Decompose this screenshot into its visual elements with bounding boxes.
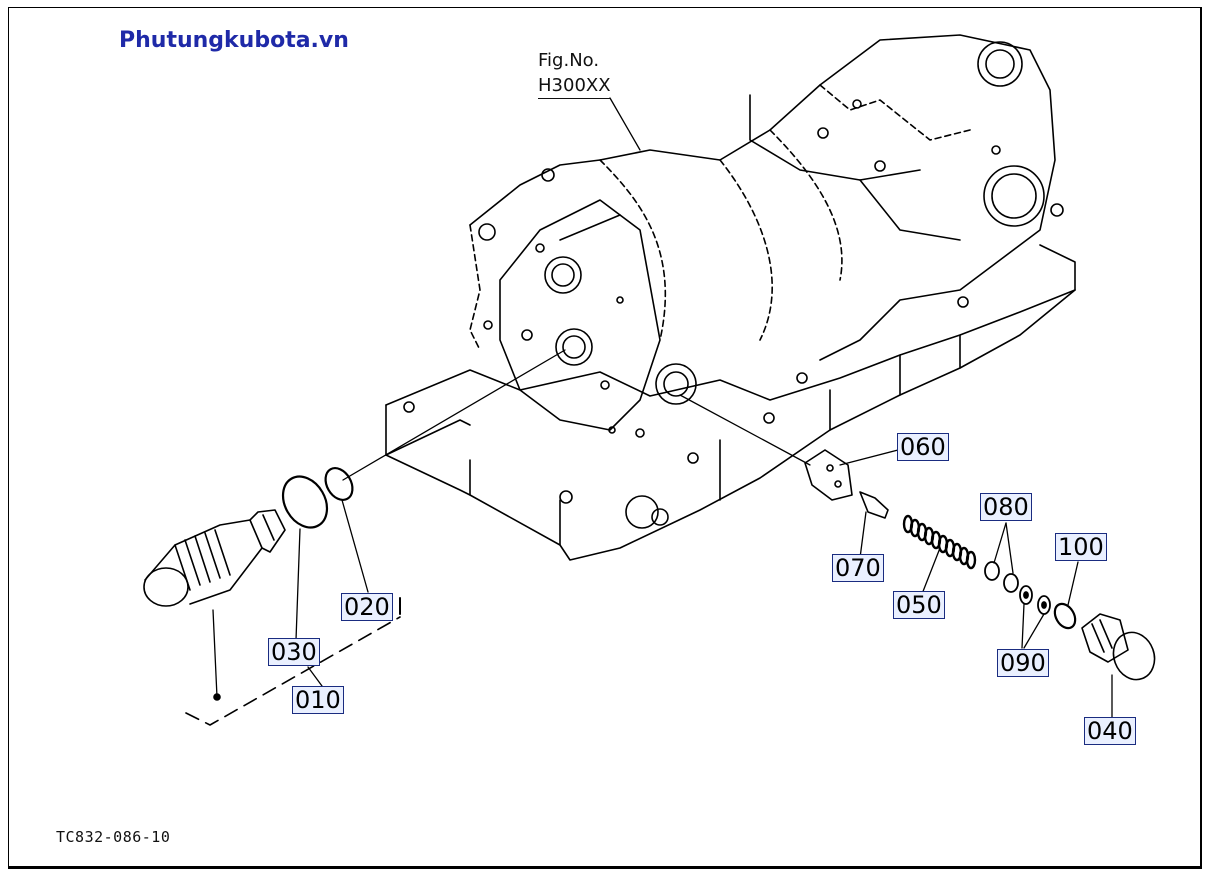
hydraulic-housing [385,34,1076,561]
o-ring-030 [281,475,329,529]
drawing-code: TC832-086-10 [56,828,171,846]
o-ring-100 [1053,602,1077,630]
callout-090[interactable]: 090 [997,649,1049,677]
spring-050 [902,514,977,570]
washers-090 [1019,585,1051,615]
callout-070[interactable]: 070 [832,554,884,582]
poppet-070 [859,491,889,519]
plug-040 [1081,613,1156,681]
callout-020[interactable]: 020 [341,593,393,621]
callout-060[interactable]: 060 [897,433,949,461]
relief-valve-assembly [143,509,286,607]
callout-030[interactable]: 030 [268,638,320,666]
callout-100[interactable]: 100 [1055,533,1107,561]
callout-010[interactable]: 010 [292,686,344,714]
callout-050[interactable]: 050 [893,591,945,619]
shims-080 [984,561,1019,593]
o-ring-020 [324,467,354,501]
figure-number: H300XX [538,73,611,99]
valve-seat-060 [804,449,853,501]
watermark: Phutungkubota.vn [119,28,349,53]
figure-label: Fig.No. [538,50,600,71]
drawing-frame [8,7,1202,869]
callout-080[interactable]: 080 [980,493,1032,521]
figure-reference: Fig.No. H300XX [538,48,611,99]
callout-040[interactable]: 040 [1084,717,1136,745]
